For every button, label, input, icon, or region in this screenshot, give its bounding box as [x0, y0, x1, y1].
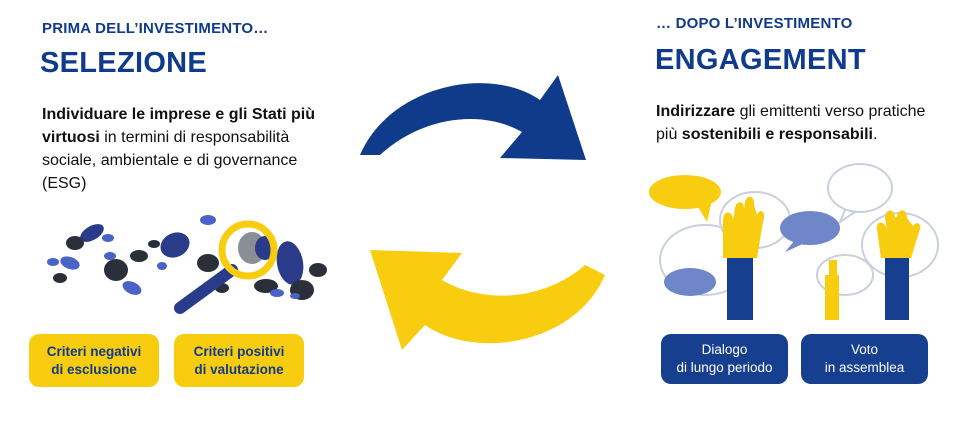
right-eyebrow: … DOPO L’INVESTIMENTO [656, 15, 853, 32]
blue-cycle-arrow [360, 75, 586, 160]
criteri-positivi-button[interactable]: Criteri positivi di valutazione [174, 334, 304, 387]
raised-hands-illustration [723, 196, 921, 320]
voto-button[interactable]: Voto in assemblea [801, 334, 928, 384]
cycle-arrows-icon [360, 75, 605, 350]
yellow-cycle-arrow [370, 250, 605, 350]
right-description: Indirizzare gli emittenti verso pratiche… [656, 100, 946, 146]
dialogo-button[interactable]: Dialogo di lungo periodo [661, 334, 788, 384]
right-description-end: . [872, 126, 878, 143]
left-title: SELEZIONE [40, 47, 208, 79]
left-description-rest: in termini di responsabilità sociale, am… [42, 129, 298, 192]
stones-group [47, 215, 327, 300]
stones-illustration [47, 215, 327, 314]
left-eyebrow: PRIMA DELL’INVESTIMENTO… [42, 20, 269, 37]
criteri-negativi-button[interactable]: Criteri negativi di esclusione [29, 334, 159, 387]
speech-bubbles-filled [649, 175, 840, 296]
magnifying-glass-icon [174, 220, 278, 314]
right-description-bold-2: sostenibili e responsabili [681, 126, 873, 143]
right-description-mid: gli emittenti verso pratiche più [656, 103, 926, 143]
left-description: Individuare le imprese e gli Stati più v… [42, 103, 332, 195]
right-description-bold-1: Indirizzare [656, 103, 736, 120]
left-description-bold: Individuare le imprese e gli Stati più v… [42, 106, 315, 146]
right-title: ENGAGEMENT [655, 44, 866, 76]
speech-bubbles-illustration [649, 163, 939, 320]
